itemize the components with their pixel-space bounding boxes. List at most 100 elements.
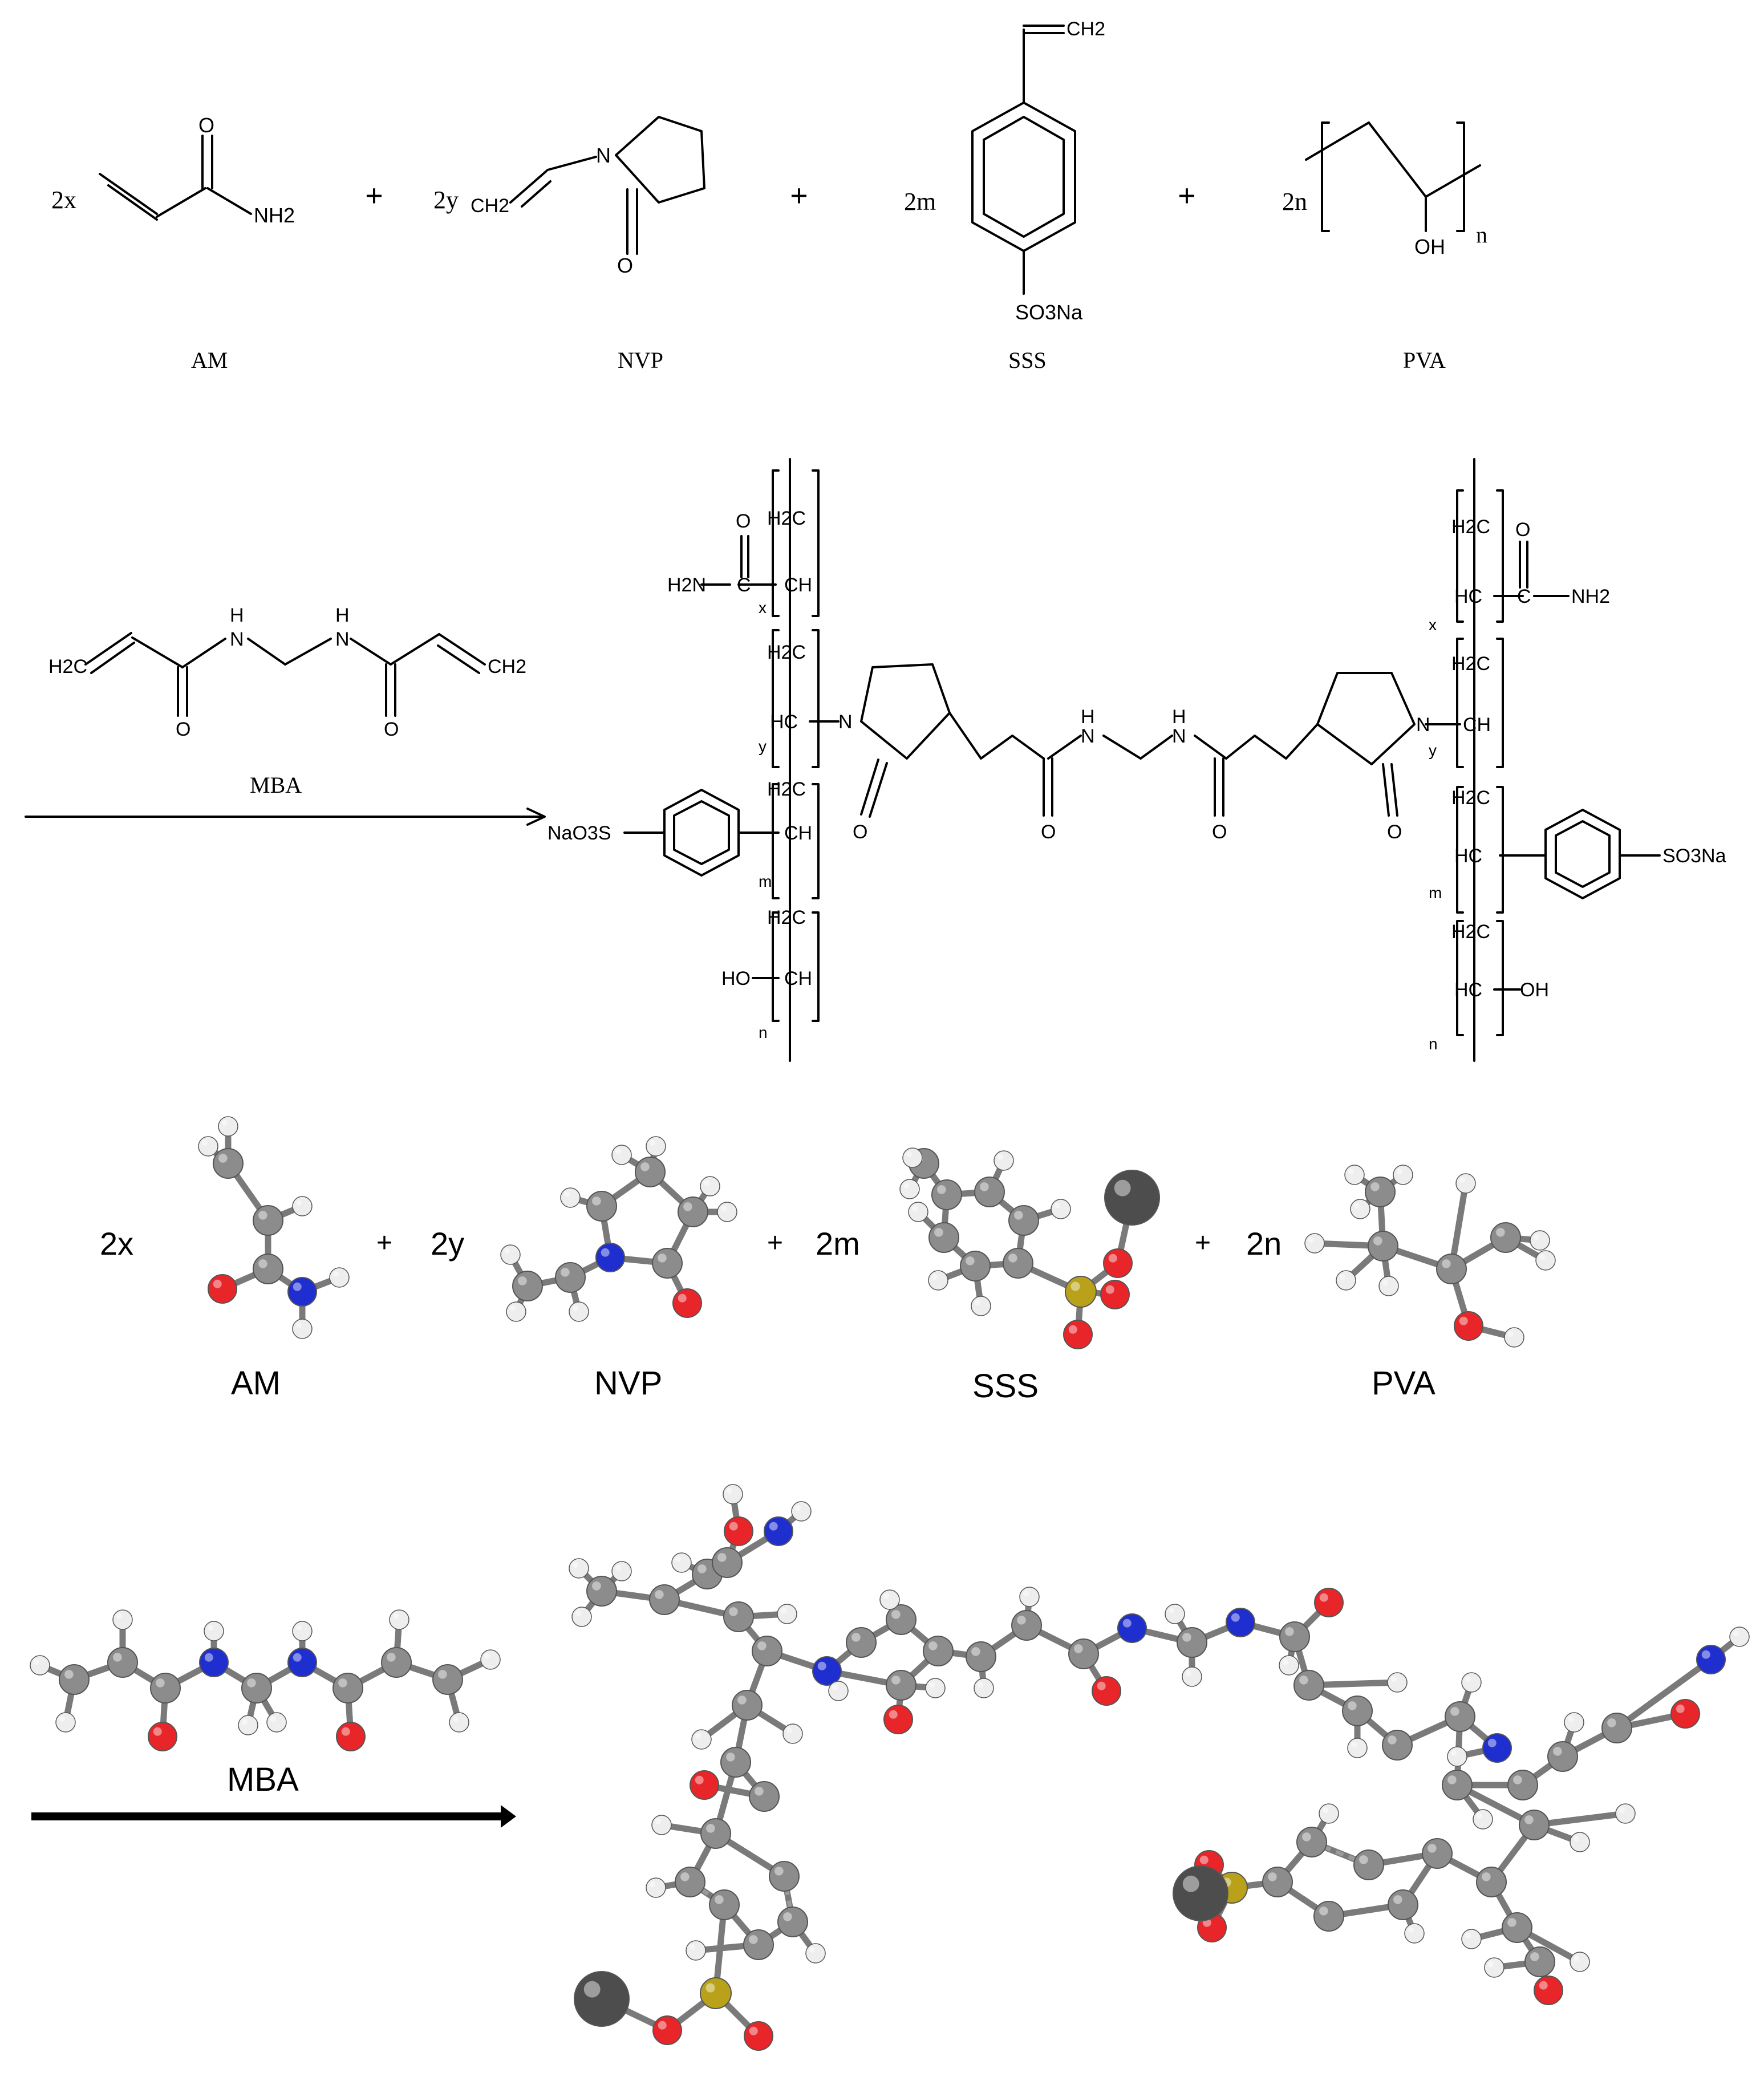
hydrogen-atom (671, 1552, 692, 1573)
atom-highlight (715, 1895, 724, 1904)
nvp-label: NVP (618, 347, 663, 373)
hydrogen-atom (723, 1484, 743, 1504)
carbon-atom (1068, 1638, 1099, 1669)
atom-highlight (851, 1633, 861, 1642)
atom-highlight (1182, 1633, 1191, 1642)
atom-highlight (891, 1676, 901, 1685)
p-so3na-r: SO3Na (1662, 845, 1726, 867)
atom-highlight (1676, 1704, 1685, 1713)
oxygen-atom (672, 1288, 702, 1318)
p-m-1: m (759, 873, 772, 890)
hydrogen-atom (560, 1187, 581, 1208)
atom-highlight (780, 1607, 787, 1614)
carbon-atom (723, 1601, 754, 1632)
atom-highlight (695, 1775, 704, 1784)
atom-highlight (156, 1678, 165, 1688)
p-hc-2: HC (770, 711, 798, 733)
p-hc-r1: HC (1454, 586, 1482, 607)
product-structure (623, 458, 1661, 1062)
p-n-2: n (1429, 1035, 1438, 1053)
carbon-atom (678, 1196, 708, 1227)
carbon-atom (107, 1647, 138, 1678)
oxygen-atom (652, 2015, 682, 2045)
atom-highlight (1074, 1644, 1083, 1653)
atom-highlight (1393, 1895, 1402, 1904)
atom-highlight (592, 1196, 601, 1206)
carbon-atom (749, 1781, 780, 1812)
carbon-atom (769, 1861, 800, 1892)
hydrogen-atom (1350, 1199, 1370, 1219)
atom-highlight (911, 1205, 918, 1212)
atom-highlight (757, 1641, 767, 1650)
atom-highlight (601, 1248, 610, 1257)
p-m-2: m (1429, 884, 1442, 902)
carbon-atom (1476, 1867, 1507, 1897)
hydrogen-atom (1336, 1270, 1356, 1291)
p-y-1: y (759, 737, 767, 755)
carbon-atom (555, 1262, 586, 1293)
pva-hydroxyl-label: OH (1414, 235, 1445, 258)
atom-highlight (1359, 1855, 1368, 1864)
atom-highlight (729, 1607, 738, 1616)
hydrogen-atom (1570, 1832, 1590, 1852)
atom-highlight (1507, 1918, 1516, 1927)
atom-highlight (1533, 1234, 1540, 1240)
atom-highlight (1459, 1316, 1468, 1325)
pva-3d-label: PVA (1372, 1365, 1435, 1402)
p-o-amide-2: O (1212, 821, 1227, 843)
atom-highlight (974, 1299, 981, 1306)
atom-highlight (971, 1647, 980, 1656)
p-h2c-1: H2C (767, 508, 806, 529)
atom-highlight (1322, 1807, 1329, 1814)
hydrogen-atom (782, 1723, 803, 1744)
atom-highlight (1567, 1715, 1574, 1722)
hydrogen-atom (30, 1655, 50, 1676)
atom-highlight (59, 1715, 66, 1722)
carbon-atom (923, 1636, 954, 1666)
hydrogen-atom (1447, 1746, 1467, 1767)
hydrogen-atom (1729, 1627, 1750, 1647)
atom-highlight (649, 1881, 656, 1888)
hydrogen-atom (292, 1196, 313, 1216)
hydrogen-atom (700, 1176, 720, 1196)
atom-highlight (934, 1228, 943, 1237)
hydrogen-atom (805, 1943, 826, 1964)
hydrogen-atom (1387, 1672, 1408, 1693)
atom-highlight (658, 2021, 667, 2030)
atom-highlight (1231, 1613, 1240, 1622)
atom-highlight (1199, 1855, 1209, 1864)
carbon-atom (586, 1191, 617, 1222)
nitrogen-atom (812, 1656, 842, 1686)
atom-highlight (1442, 1259, 1451, 1268)
carbon-atom (59, 1664, 90, 1695)
carbon-atom (1601, 1713, 1632, 1743)
atom-highlight (1539, 1981, 1548, 1990)
carbon-atom (635, 1157, 666, 1187)
atom-highlight (113, 1653, 122, 1662)
atom-highlight (1396, 1168, 1403, 1175)
carbon-atom (1519, 1810, 1550, 1840)
hydrogen-atom (571, 1607, 592, 1627)
p-c-r1: C (1517, 586, 1531, 607)
mba-nh-left-n: N (230, 628, 244, 650)
sss-coefficient: 2m (904, 188, 936, 216)
am-amine-label: NH2 (254, 204, 295, 227)
atom-highlight (258, 1211, 267, 1220)
sss-sulfonate-label: SO3Na (1015, 301, 1083, 324)
atom-highlight (1573, 1955, 1580, 1962)
p-x-1: x (759, 599, 767, 616)
hydrogen-atom (480, 1649, 501, 1670)
atom-highlight (1573, 1835, 1580, 1842)
hydrogen-atom (1347, 1738, 1368, 1758)
oxygen-atom (1092, 1676, 1121, 1706)
hydrogen-atom (691, 1729, 712, 1750)
atom-highlight (658, 1254, 667, 1263)
hydrogen-atom (611, 1561, 632, 1581)
atom-highlight (575, 1610, 582, 1617)
atom-highlight (1308, 1236, 1315, 1243)
hydrogen-atom (993, 1150, 1014, 1171)
carbon-atom (1490, 1222, 1521, 1253)
p-ch-1: CH (784, 574, 812, 596)
atom-highlight (1530, 1952, 1539, 1961)
hydrogen-atom (1393, 1165, 1413, 1185)
